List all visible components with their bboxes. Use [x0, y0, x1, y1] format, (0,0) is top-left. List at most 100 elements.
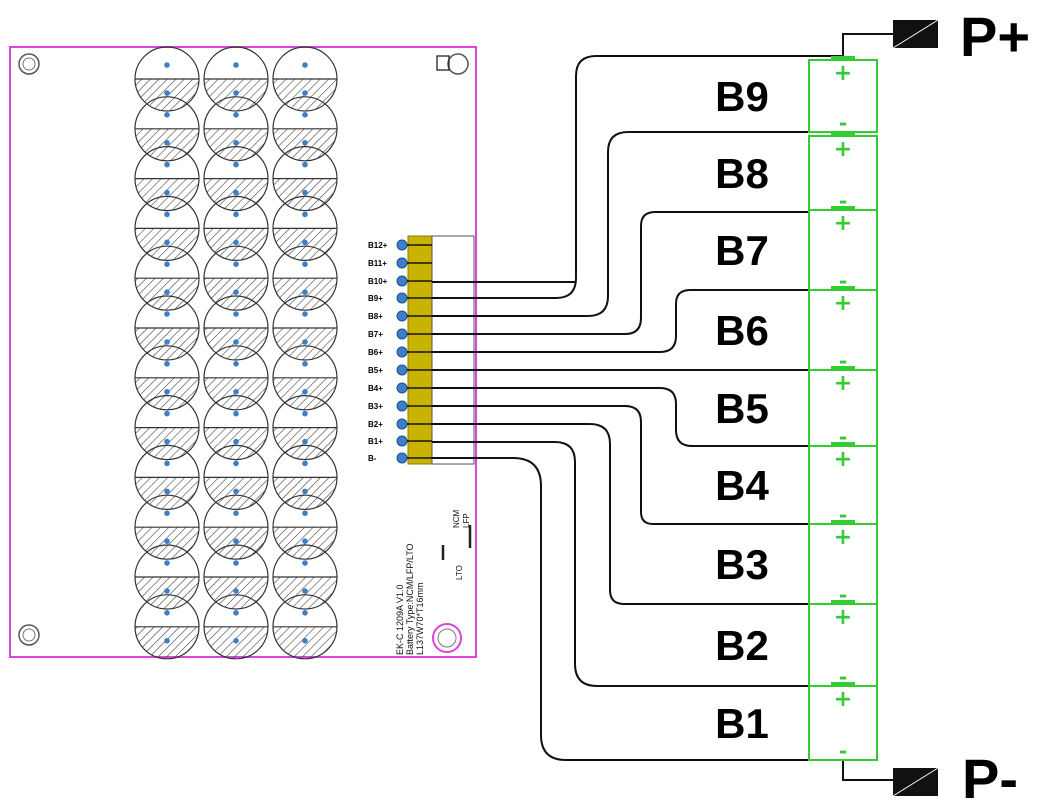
cell-label: B2	[715, 622, 769, 669]
mosfet-pad	[203, 295, 269, 361]
pin-dot	[396, 239, 408, 251]
battery-cell-b6: +-B6	[715, 286, 878, 373]
wire-b4	[432, 387, 843, 447]
mosfet-pad	[203, 544, 269, 610]
mosfet-pad	[203, 146, 269, 212]
mosfet-pad	[134, 195, 200, 261]
mosfet-pad	[203, 594, 269, 660]
plus-sign-icon: +	[834, 687, 852, 712]
pin-label: B4+	[368, 384, 383, 393]
cell-label: B6	[715, 307, 769, 354]
mosfet-pad	[134, 544, 200, 610]
plus-sign-icon: +	[834, 291, 852, 316]
pin-dot	[396, 328, 408, 340]
pin-label: B7+	[368, 330, 383, 339]
mosfet-pad	[203, 195, 269, 261]
board-dimensions-text: L137W70*T16mm	[415, 582, 425, 655]
p-plus-label: P+	[960, 5, 1030, 68]
connector-pin: B10+	[368, 275, 432, 287]
pin-label: B6+	[368, 348, 383, 357]
wire-b9	[432, 55, 843, 299]
pin-label: B2+	[368, 420, 383, 429]
pin-label: B9+	[368, 294, 383, 303]
cell-label: B4	[715, 462, 769, 509]
plus-sign-icon: +	[834, 605, 852, 630]
connector-pin: B2+	[368, 418, 432, 430]
minus-sign-icon: -	[839, 665, 847, 689]
battery-cell-b7: +-B7	[715, 206, 878, 293]
mosfet-pad	[272, 544, 338, 610]
wire-b2	[432, 423, 843, 605]
cell-label: B8	[715, 150, 769, 197]
mosfet-pad	[203, 345, 269, 411]
wire-b3	[432, 405, 843, 525]
pin-dot	[396, 364, 408, 376]
mosfet-pad	[134, 395, 200, 461]
battery-cell-b9: +-B9	[715, 56, 878, 135]
connector-pin: B11+	[368, 257, 432, 269]
minus-sign-icon: -	[839, 111, 847, 135]
mosfet-pad	[272, 494, 338, 560]
pin-label: B12+	[368, 241, 388, 250]
mosfet-pad	[272, 146, 338, 212]
cell-label: B5	[715, 385, 769, 432]
balance-connector	[407, 235, 433, 465]
pin-dot	[396, 346, 408, 358]
mosfet-pad-grid	[134, 46, 338, 660]
board-model-text: EK-C 1209A V1.0	[395, 584, 405, 655]
plus-sign-icon: +	[834, 447, 852, 472]
wire-b8	[432, 131, 843, 317]
mounting-hole-bottom-right	[432, 623, 462, 653]
plus-sign-icon: +	[834, 137, 852, 162]
mosfet-pad	[272, 594, 338, 660]
pin-label: B-	[368, 454, 377, 463]
cell-label: B3	[715, 541, 769, 588]
connector-pin: B4+	[368, 382, 432, 394]
battery-cell-b4: + - B4	[715, 442, 878, 527]
mosfet-pad	[272, 444, 338, 510]
mosfet-pad	[134, 245, 200, 311]
connector-housing	[431, 235, 475, 465]
pin-dot	[396, 400, 408, 412]
mosfet-pad	[272, 395, 338, 461]
pin-label: B10+	[368, 277, 388, 286]
minus-sign-icon: -	[839, 425, 847, 449]
pin-dot	[396, 452, 408, 464]
minus-sign-icon: -	[839, 739, 847, 763]
p-minus-label: P-	[962, 747, 1018, 801]
minus-sign-icon: -	[839, 583, 847, 607]
connector-pin: B1+	[368, 435, 432, 447]
mosfet-pad	[134, 345, 200, 411]
mounting-hole-bottom-left	[18, 624, 40, 646]
connector-pin: B3+	[368, 400, 432, 412]
mosfet-pad	[203, 494, 269, 560]
mosfet-pad	[272, 46, 338, 112]
mosfet-pad	[272, 245, 338, 311]
p-minus-lead	[842, 756, 893, 781]
connector-pin: B7+	[368, 328, 432, 340]
wire-b7	[432, 211, 843, 335]
balance-wires	[432, 33, 893, 781]
mosfet-pad	[134, 444, 200, 510]
battery-cell-b1: +-B1	[715, 682, 878, 763]
mounting-hole-top-right	[447, 53, 469, 75]
lfp-label: LFP	[462, 513, 471, 528]
cell-outline	[808, 685, 878, 761]
mosfet-pad	[134, 46, 200, 112]
minus-sign-icon: -	[839, 503, 847, 527]
connector-pin: B5+	[368, 364, 432, 376]
plus-sign-icon: +	[834, 211, 852, 236]
minus-sign-icon: -	[839, 269, 847, 293]
pin-dot	[396, 310, 408, 322]
battery-cell-b3: +-B3	[715, 520, 878, 607]
battery-cell-b2: + - B2	[715, 600, 878, 689]
mosfet-pad	[134, 594, 200, 660]
plus-sign-icon: +	[834, 371, 852, 396]
plus-sign-icon: +	[834, 61, 852, 86]
output-terminals: P+ P-	[892, 5, 1030, 801]
mosfet-pad	[134, 494, 200, 560]
mosfet-pad	[134, 295, 200, 361]
pin-label: B3+	[368, 402, 383, 411]
cell-outline	[808, 135, 878, 211]
